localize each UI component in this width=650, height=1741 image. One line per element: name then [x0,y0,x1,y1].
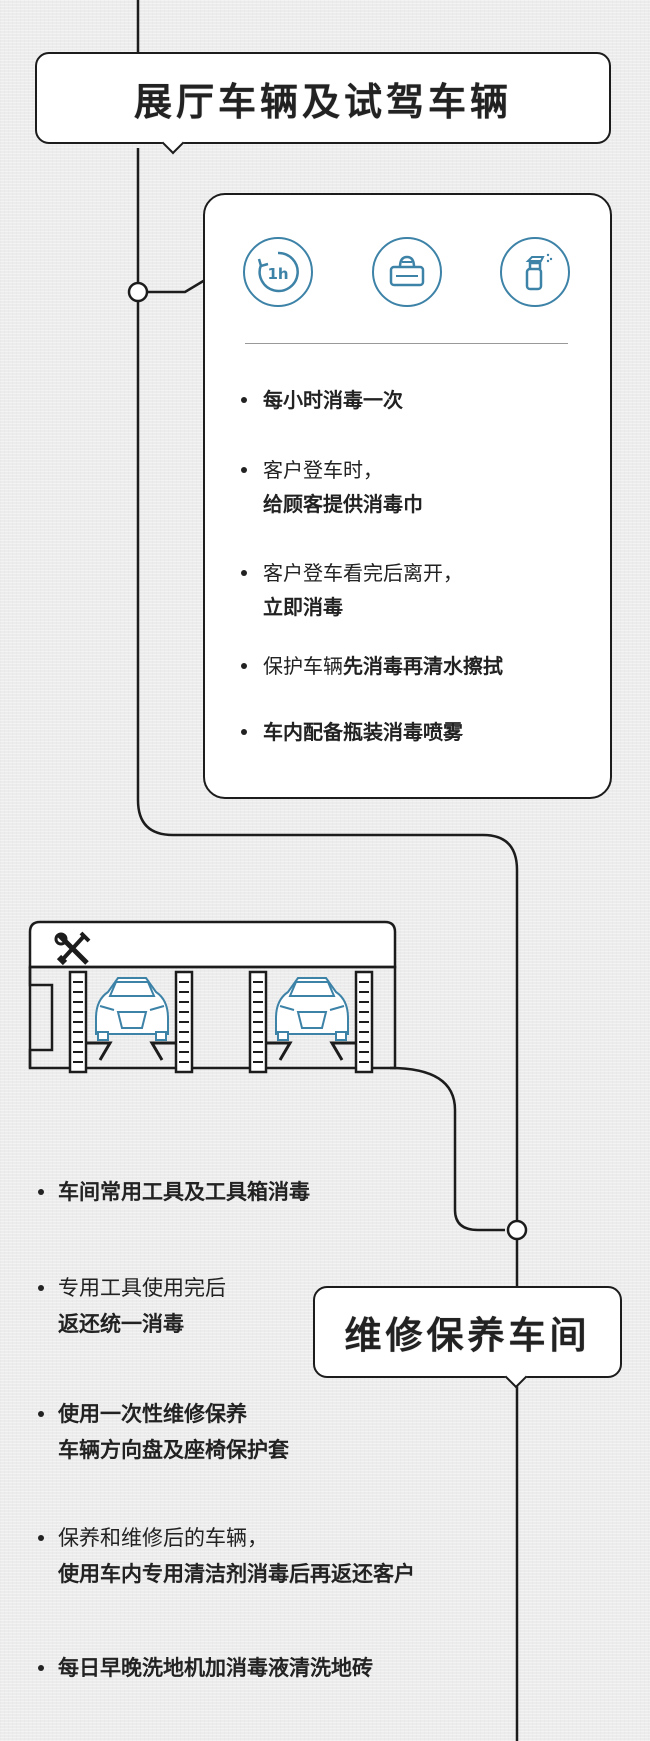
car-icon [275,977,349,1041]
item-text-bold: 返还统一消毒 [58,1312,184,1336]
timeline-node-1 [127,281,149,303]
item-text: 每日早晚洗地机加消毒液清洗地砖 [58,1656,373,1680]
lift-2 [248,970,374,1074]
list-item: 车内配备瓶装消毒喷雾 [241,715,463,749]
showroom-title-box: 展厅车辆及试驾车辆 [35,52,611,155]
showroom-card: 1h 每小时消毒一次 客户登车时， 给顾客提供消毒巾 客户登车看完后离开， [203,193,612,799]
item-text: 客户登车时， [263,458,383,482]
item-text: 专用工具使用完后 [58,1276,226,1300]
car-icon [95,977,169,1041]
list-item: 每小时消毒一次 [241,383,403,417]
list-item: 客户登车看完后离开， 立即消毒 [241,556,463,624]
hourly-icon: 1h [243,237,313,307]
item-text-bold: 使用车内专用清洁剂消毒后再返还客户 [58,1562,415,1586]
spray-bottle-icon [500,237,570,307]
timeline-node-2 [506,1219,528,1241]
item-text: 使用一次性维修保养 [58,1402,247,1426]
item-text: 每小时消毒一次 [263,388,403,412]
garage-illustration [28,920,397,1074]
list-item: 专用工具使用完后 返还统一消毒 [38,1270,226,1342]
list-item: 车间常用工具及工具箱消毒 [38,1174,310,1210]
list-item: 使用一次性维修保养 车辆方向盘及座椅保护套 [38,1396,289,1468]
tools-icon [54,931,91,966]
list-item: 保养和维修后的车辆， 使用车内专用清洁剂消毒后再返还客户 [38,1520,415,1592]
item-text: 车内配备瓶装消毒喷雾 [263,720,463,744]
item-text: 保养和维修后的车辆， [58,1526,268,1550]
item-text: 客户登车看完后离开， [263,561,463,585]
item-text-bold: 先消毒再清水擦拭 [343,654,503,678]
svg-text:1h: 1h [267,265,288,283]
card-divider [245,343,568,344]
item-text-bold: 给顾客提供消毒巾 [263,492,423,516]
wipes-icon [372,237,442,307]
workshop-title: 维修保养车间 [344,1314,591,1357]
list-item: 每日早晚洗地机加消毒液清洗地砖 [38,1650,373,1686]
workshop-title-box: 维修保养车间 [313,1286,622,1389]
item-text-bold: 车辆方向盘及座椅保护套 [58,1438,289,1462]
item-text: 保护车辆 [263,654,343,678]
item-text-bold: 立即消毒 [263,595,343,619]
list-item: 客户登车时， 给顾客提供消毒巾 [241,453,423,521]
showroom-title: 展厅车辆及试驾车辆 [133,79,512,124]
list-item: 保护车辆先消毒再清水擦拭 [241,649,503,683]
item-text: 车间常用工具及工具箱消毒 [58,1180,310,1204]
lift-1 [68,970,194,1074]
